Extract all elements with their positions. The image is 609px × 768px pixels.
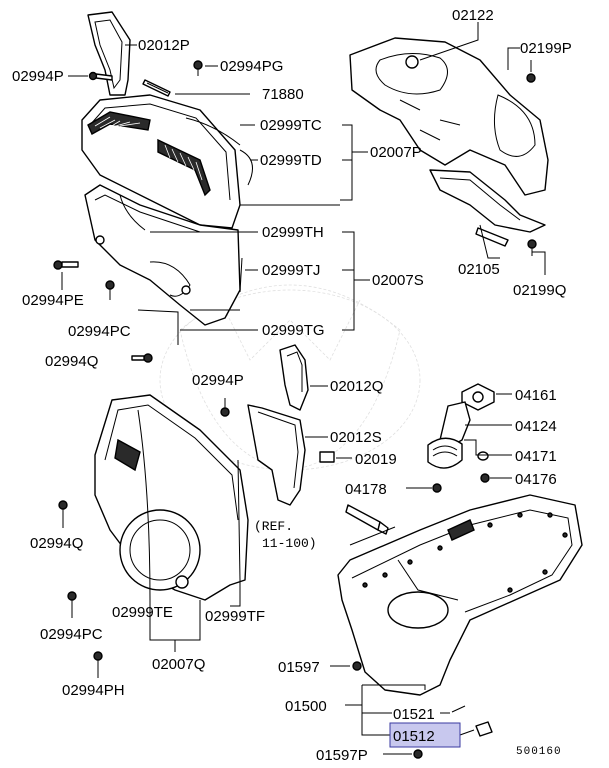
oil-strainer-04124[interactable]: [427, 401, 471, 469]
vent-grille-right: [157, 138, 211, 197]
sensor-ref-11-100[interactable]: [345, 504, 389, 535]
label-01512[interactable]: 01512: [393, 728, 435, 745]
label-01521[interactable]: 01521: [393, 706, 435, 723]
drain-plug-01512[interactable]: [475, 721, 493, 737]
leaders-top-right: [419, 22, 546, 275]
bolt-01597[interactable]: [352, 661, 362, 671]
leaders-strainer: [406, 393, 512, 489]
bolt-01597p[interactable]: [413, 749, 423, 759]
watermark-emblem: [159, 284, 421, 471]
bracket-02105[interactable]: [429, 169, 546, 247]
label-02012q[interactable]: 02012Q: [330, 378, 383, 395]
bolt-02994q-bottom[interactable]: [58, 500, 68, 528]
label-02007p[interactable]: 02007P: [370, 144, 422, 161]
gasket-01521[interactable]: [451, 705, 466, 713]
label-02999td[interactable]: 02999TD: [260, 152, 322, 169]
upper-cover-02007p[interactable]: [81, 94, 253, 229]
label-02994pc-bottom[interactable]: 02994PC: [40, 626, 103, 643]
bolt-02994pc-top[interactable]: [105, 280, 115, 300]
lower-cover-02007q[interactable]: [94, 394, 249, 601]
label-02019[interactable]: 02019: [355, 451, 397, 468]
label-02199q[interactable]: 02199Q: [513, 282, 566, 299]
label-02999tj[interactable]: 02999TJ: [262, 262, 320, 279]
label-02994ph[interactable]: 02994PH: [62, 682, 125, 699]
label-71880[interactable]: 71880: [262, 86, 304, 103]
gasket-02012q[interactable]: [279, 344, 309, 411]
highlight-01512: [389, 722, 461, 748]
bolt-02199p[interactable]: [526, 60, 536, 83]
label-04161[interactable]: 04161: [515, 387, 557, 404]
bolt-02994pc-bottom[interactable]: [67, 591, 77, 618]
gasket-strip-02012p[interactable]: [87, 11, 131, 96]
gasket-71880[interactable]: [142, 79, 171, 97]
bolt-02994p-top[interactable]: [88, 71, 113, 81]
label-ref-line2: 11-100): [262, 536, 317, 551]
leaders-lower-cover: [149, 580, 241, 652]
label-02999tc[interactable]: 02999TC: [260, 117, 322, 134]
label-04171[interactable]: 04171: [515, 448, 557, 465]
label-02994pe[interactable]: 02994PE: [22, 292, 84, 309]
vent-grille-left: [87, 111, 151, 135]
label-02994pc-top[interactable]: 02994PC: [68, 323, 131, 340]
bolt-02994q-top[interactable]: [131, 353, 153, 363]
label-02994p-mid[interactable]: 02994P: [192, 372, 244, 389]
label-02994q-top[interactable]: 02994Q: [45, 353, 98, 370]
middle-cover-02007s[interactable]: [84, 184, 243, 345]
bolt-04178[interactable]: [432, 483, 442, 493]
label-01597-top[interactable]: 01597: [278, 659, 320, 676]
label-02994q-bottom[interactable]: 02994Q: [30, 535, 83, 552]
label-04178[interactable]: 04178: [345, 481, 387, 498]
bolt-04176[interactable]: [480, 473, 490, 483]
clip-02019[interactable]: [319, 451, 335, 463]
label-02012p[interactable]: 02012P: [138, 37, 190, 54]
label-04176[interactable]: 04176: [515, 471, 557, 488]
bolt-02199q[interactable]: [527, 239, 537, 256]
diagram-code: 500160: [516, 746, 562, 758]
label-02199p[interactable]: 02199P: [520, 40, 572, 57]
bolt-02994pe[interactable]: [53, 260, 79, 270]
gasket-04161[interactable]: [461, 383, 495, 411]
oil-pan-01500[interactable]: [337, 494, 583, 696]
label-01597p[interactable]: 01597P: [316, 747, 368, 764]
label-02012s[interactable]: 02012S: [330, 429, 382, 446]
label-02999th[interactable]: 02999TH: [262, 224, 324, 241]
leaders-oil-pan: [330, 665, 475, 755]
label-01500[interactable]: 01500: [285, 698, 327, 715]
label-ref-line1: (REF.: [254, 519, 293, 534]
label-02007q[interactable]: 02007Q: [152, 656, 205, 673]
bolt-02994ph[interactable]: [93, 651, 103, 678]
rear-plate-02122[interactable]: [349, 37, 549, 196]
bolt-02994p-mid[interactable]: [220, 398, 230, 417]
leaders-middle: [305, 385, 352, 459]
label-02105[interactable]: 02105: [458, 261, 500, 278]
label-02122[interactable]: 02122: [452, 7, 494, 24]
part-labels: 02012P 02994P 02994PG 71880 02999TC 0299…: [12, 7, 572, 764]
label-02007s[interactable]: 02007S: [372, 272, 424, 289]
leader-ref: [349, 526, 396, 546]
label-02999tf[interactable]: 02999TF: [205, 608, 265, 625]
gasket-04171[interactable]: [477, 451, 489, 461]
label-02994p-top[interactable]: 02994P: [12, 68, 64, 85]
leaders-top-left: [61, 44, 370, 331]
bolt-02994pg[interactable]: [193, 60, 203, 76]
gasket-02012s[interactable]: [247, 404, 306, 506]
label-02999tg[interactable]: 02999TG: [262, 322, 325, 339]
label-02994pg[interactable]: 02994PG: [220, 58, 283, 75]
label-02999te[interactable]: 02999TE: [112, 604, 173, 621]
label-04124[interactable]: 04124: [515, 418, 557, 435]
